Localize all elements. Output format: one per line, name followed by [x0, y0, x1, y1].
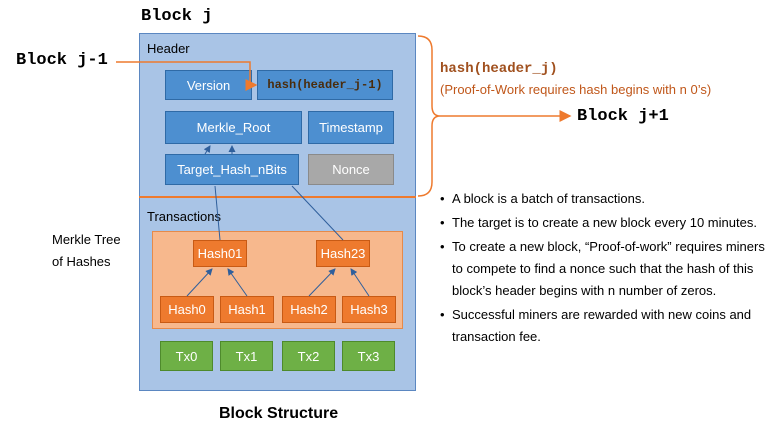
tx3-node: Tx3	[342, 341, 395, 371]
tree-arrow	[350, 268, 370, 297]
bullet-text: The target is to create a new block ever…	[452, 215, 757, 230]
block-j-minus-1-arrow	[116, 61, 258, 91]
hash3-node: Hash3	[342, 296, 396, 323]
prev-hash-field: hash(header_j-1)	[257, 70, 393, 100]
tree-arrow	[227, 268, 248, 297]
hash23-node: Hash23	[316, 240, 370, 267]
bullet-text: A block is a batch of transactions.	[452, 191, 645, 206]
tree-arrow	[308, 268, 336, 297]
hash-header-j-label: hash(header_j)	[440, 61, 558, 77]
target-field: Target_Hash_nBits	[165, 154, 299, 185]
bullet-list: •A block is a batch of transactions. •Th…	[440, 188, 770, 350]
transactions-label: Transactions	[147, 209, 221, 224]
hash01-node: Hash01	[193, 240, 247, 267]
merkle-link-arrow	[203, 145, 211, 155]
merkle-tree-label-line2: of Hashes	[52, 254, 111, 269]
header-label: Header	[147, 41, 190, 56]
merkle-tree-label: Merkle Tree of Hashes	[52, 229, 121, 273]
block-j-minus-1-label: Block j-1	[16, 51, 108, 70]
tree-arrow	[186, 268, 213, 297]
bullet-item: •The target is to create a new block eve…	[440, 212, 770, 234]
hash1-node: Hash1	[220, 296, 274, 323]
diagram-caption: Block Structure	[219, 405, 339, 422]
nonce-field: Nonce	[308, 154, 394, 185]
block-j-title: Block j	[141, 7, 213, 26]
hash01-to-root-line	[214, 185, 221, 241]
version-field: Version	[165, 70, 252, 100]
pow-note: (Proof-of-Work requires hash begins with…	[440, 82, 712, 97]
bullet-item: •Successful miners are rewarded with new…	[440, 304, 770, 348]
merkle-root-field: Merkle_Root	[165, 111, 302, 144]
header-brace	[417, 35, 441, 197]
bullet-text: To create a new block, “Proof-of-work” r…	[452, 239, 765, 298]
bullet-text: Successful miners are rewarded with new …	[452, 307, 752, 344]
bullet-item: •To create a new block, “Proof-of-work” …	[440, 236, 770, 302]
merkle-tree-label-line1: Merkle Tree	[52, 232, 121, 247]
tx1-node: Tx1	[220, 341, 273, 371]
block-j-plus-1-label: Block j+1	[577, 107, 669, 126]
bullet-item: •A block is a batch of transactions.	[440, 188, 770, 210]
tx0-node: Tx0	[160, 341, 213, 371]
timestamp-field: Timestamp	[308, 111, 394, 144]
hash23-to-root-line	[291, 185, 344, 241]
hash2-node: Hash2	[282, 296, 336, 323]
tx2-node: Tx2	[282, 341, 335, 371]
hash0-node: Hash0	[160, 296, 214, 323]
